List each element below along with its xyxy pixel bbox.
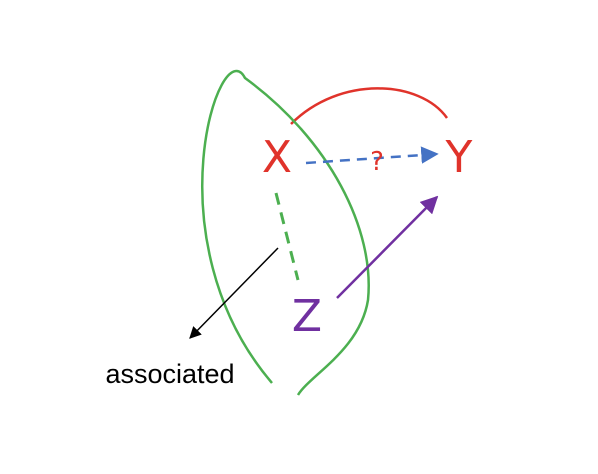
annotation-arrow: [189, 247, 279, 339]
associated-label: associated: [105, 359, 234, 389]
node-x-label: X: [262, 132, 292, 183]
node-z-label: Z: [292, 291, 322, 342]
red-arc-x-y: [290, 87, 449, 125]
unknown-effect-label: ?: [370, 147, 384, 177]
green-grouping-curve: [201, 69, 370, 396]
dashed-arrow-x-to-y: [305, 146, 439, 165]
dashed-line-x-z: [274, 192, 300, 281]
arrow-z-to-y: [336, 195, 439, 299]
node-y-label: Y: [445, 132, 473, 183]
